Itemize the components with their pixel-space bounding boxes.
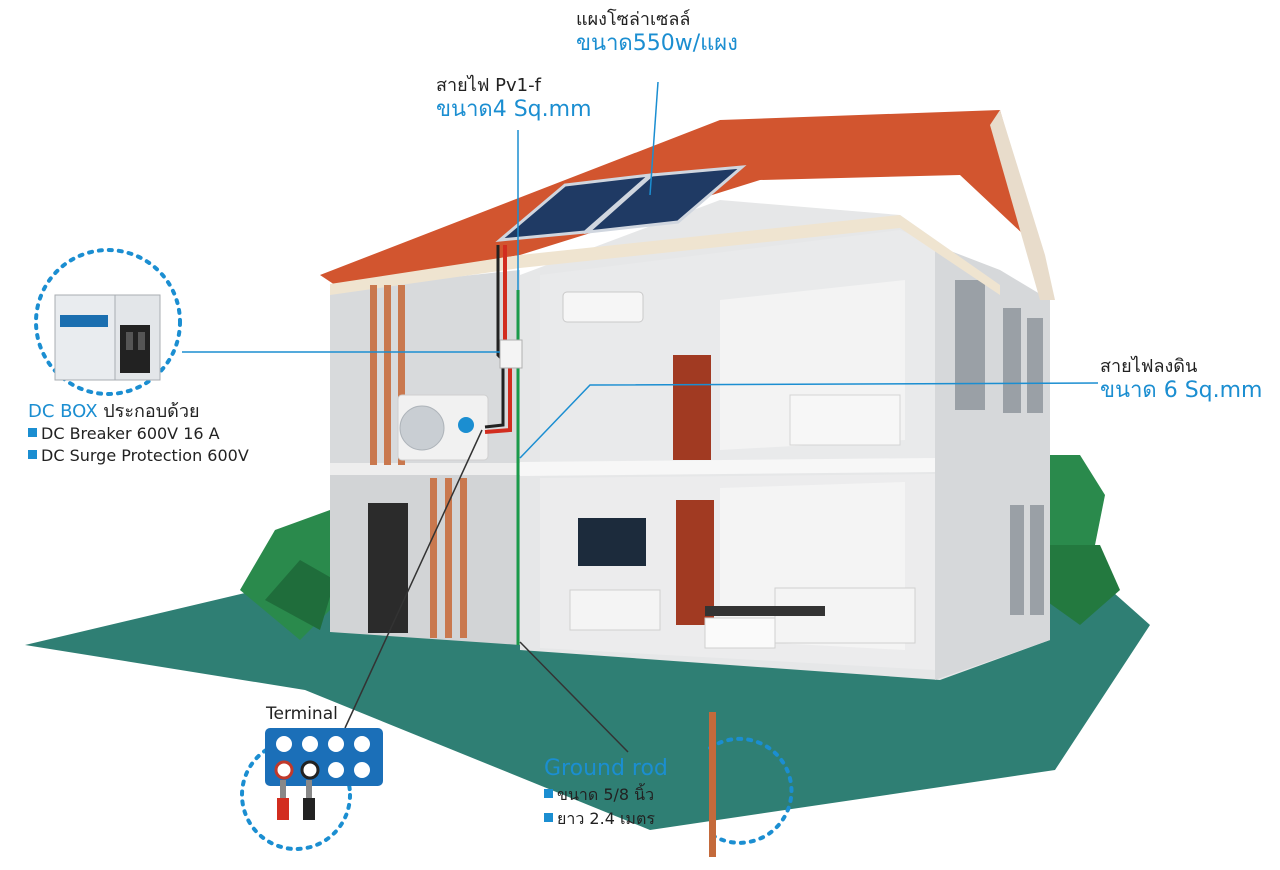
ground-rod-circle xyxy=(708,736,794,845)
left-wall-lower xyxy=(330,470,520,645)
ground-cable-size: ขนาด 6 Sq.mm xyxy=(1100,377,1263,403)
window-5 xyxy=(1030,505,1044,615)
ground-rod-title: Ground rod xyxy=(544,756,668,781)
pointer-terminal xyxy=(344,429,483,729)
solar-panel-label: แผงโซล่าเซลล์ ขนาด550w/แผง xyxy=(576,9,738,56)
indoor-ac xyxy=(562,291,644,323)
dc-box-item-1: DC Breaker 600V 16 A xyxy=(41,423,220,443)
dc-box-title-rest: ประกอบด้วย xyxy=(97,401,200,422)
tv xyxy=(578,518,646,566)
copper-strips-upper xyxy=(370,285,405,465)
pv-cable-size: ขนาด4 Sq.mm xyxy=(436,96,592,122)
middle-slab xyxy=(520,458,935,476)
bushes-left xyxy=(240,510,340,640)
floor-slab-left xyxy=(330,463,525,475)
window-2 xyxy=(1003,308,1021,413)
roof-right-edge xyxy=(990,110,1055,300)
solar-panel-2 xyxy=(583,165,747,235)
dc-box-label: DC BOX ประกอบด้วย DC Breaker 600V 16 A D… xyxy=(28,401,249,466)
dcbox-inset-device xyxy=(54,294,161,381)
door-lower xyxy=(676,500,714,625)
copper-strips-lower xyxy=(430,478,467,638)
solar-panel-size: ขนาด550w/แผง xyxy=(576,30,738,56)
ground-rod-item-1: ขนาด 5/8 นิ้ว xyxy=(557,785,655,805)
pv-cable-title: สายไฟ Pv1-f xyxy=(436,75,541,96)
window-1 xyxy=(955,280,985,410)
bullet-icon xyxy=(28,450,37,460)
dc-box-wall xyxy=(499,339,523,369)
table xyxy=(705,606,825,616)
dc-box-title-blue: DC BOX xyxy=(28,401,98,422)
ground-rod xyxy=(709,712,716,857)
roof-edge xyxy=(330,215,1000,295)
pv-cable-label: สายไฟ Pv1-f ขนาด4 Sq.mm xyxy=(436,75,592,122)
ground-rod-label: Ground rod ขนาด 5/8 นิ้ว ยาว 2.4 เมตร xyxy=(544,756,668,828)
pointer-ground-rod xyxy=(519,641,629,753)
window-3 xyxy=(1027,318,1043,413)
terminal-block xyxy=(265,728,383,820)
terminal-label: Terminal xyxy=(266,704,338,724)
solar-panel-title: แผงโซล่าเซลล์ xyxy=(576,9,691,30)
outdoor-ac-fan xyxy=(399,405,445,451)
bullet-icon xyxy=(544,789,553,799)
bullet-icon xyxy=(544,812,553,822)
pointer-ground-cable xyxy=(519,382,1099,459)
ground-cable-label: สายไฟลงดิน ขนาด 6 Sq.mm xyxy=(1100,356,1263,403)
bushes-right xyxy=(1040,455,1120,625)
door-upper xyxy=(673,355,711,460)
ground-cable-title: สายไฟลงดิน xyxy=(1100,356,1198,377)
pointer-solar xyxy=(649,81,659,196)
dc-box-item-2: DC Surge Protection 600V xyxy=(41,446,249,466)
sofa-left xyxy=(569,589,661,631)
ground-rod-item-2: ยาว 2.4 เมตร xyxy=(557,808,655,828)
door-outside xyxy=(368,503,408,633)
window-4 xyxy=(1010,505,1024,615)
bed xyxy=(789,394,901,446)
bullet-icon xyxy=(28,427,37,437)
table-base xyxy=(704,617,776,649)
